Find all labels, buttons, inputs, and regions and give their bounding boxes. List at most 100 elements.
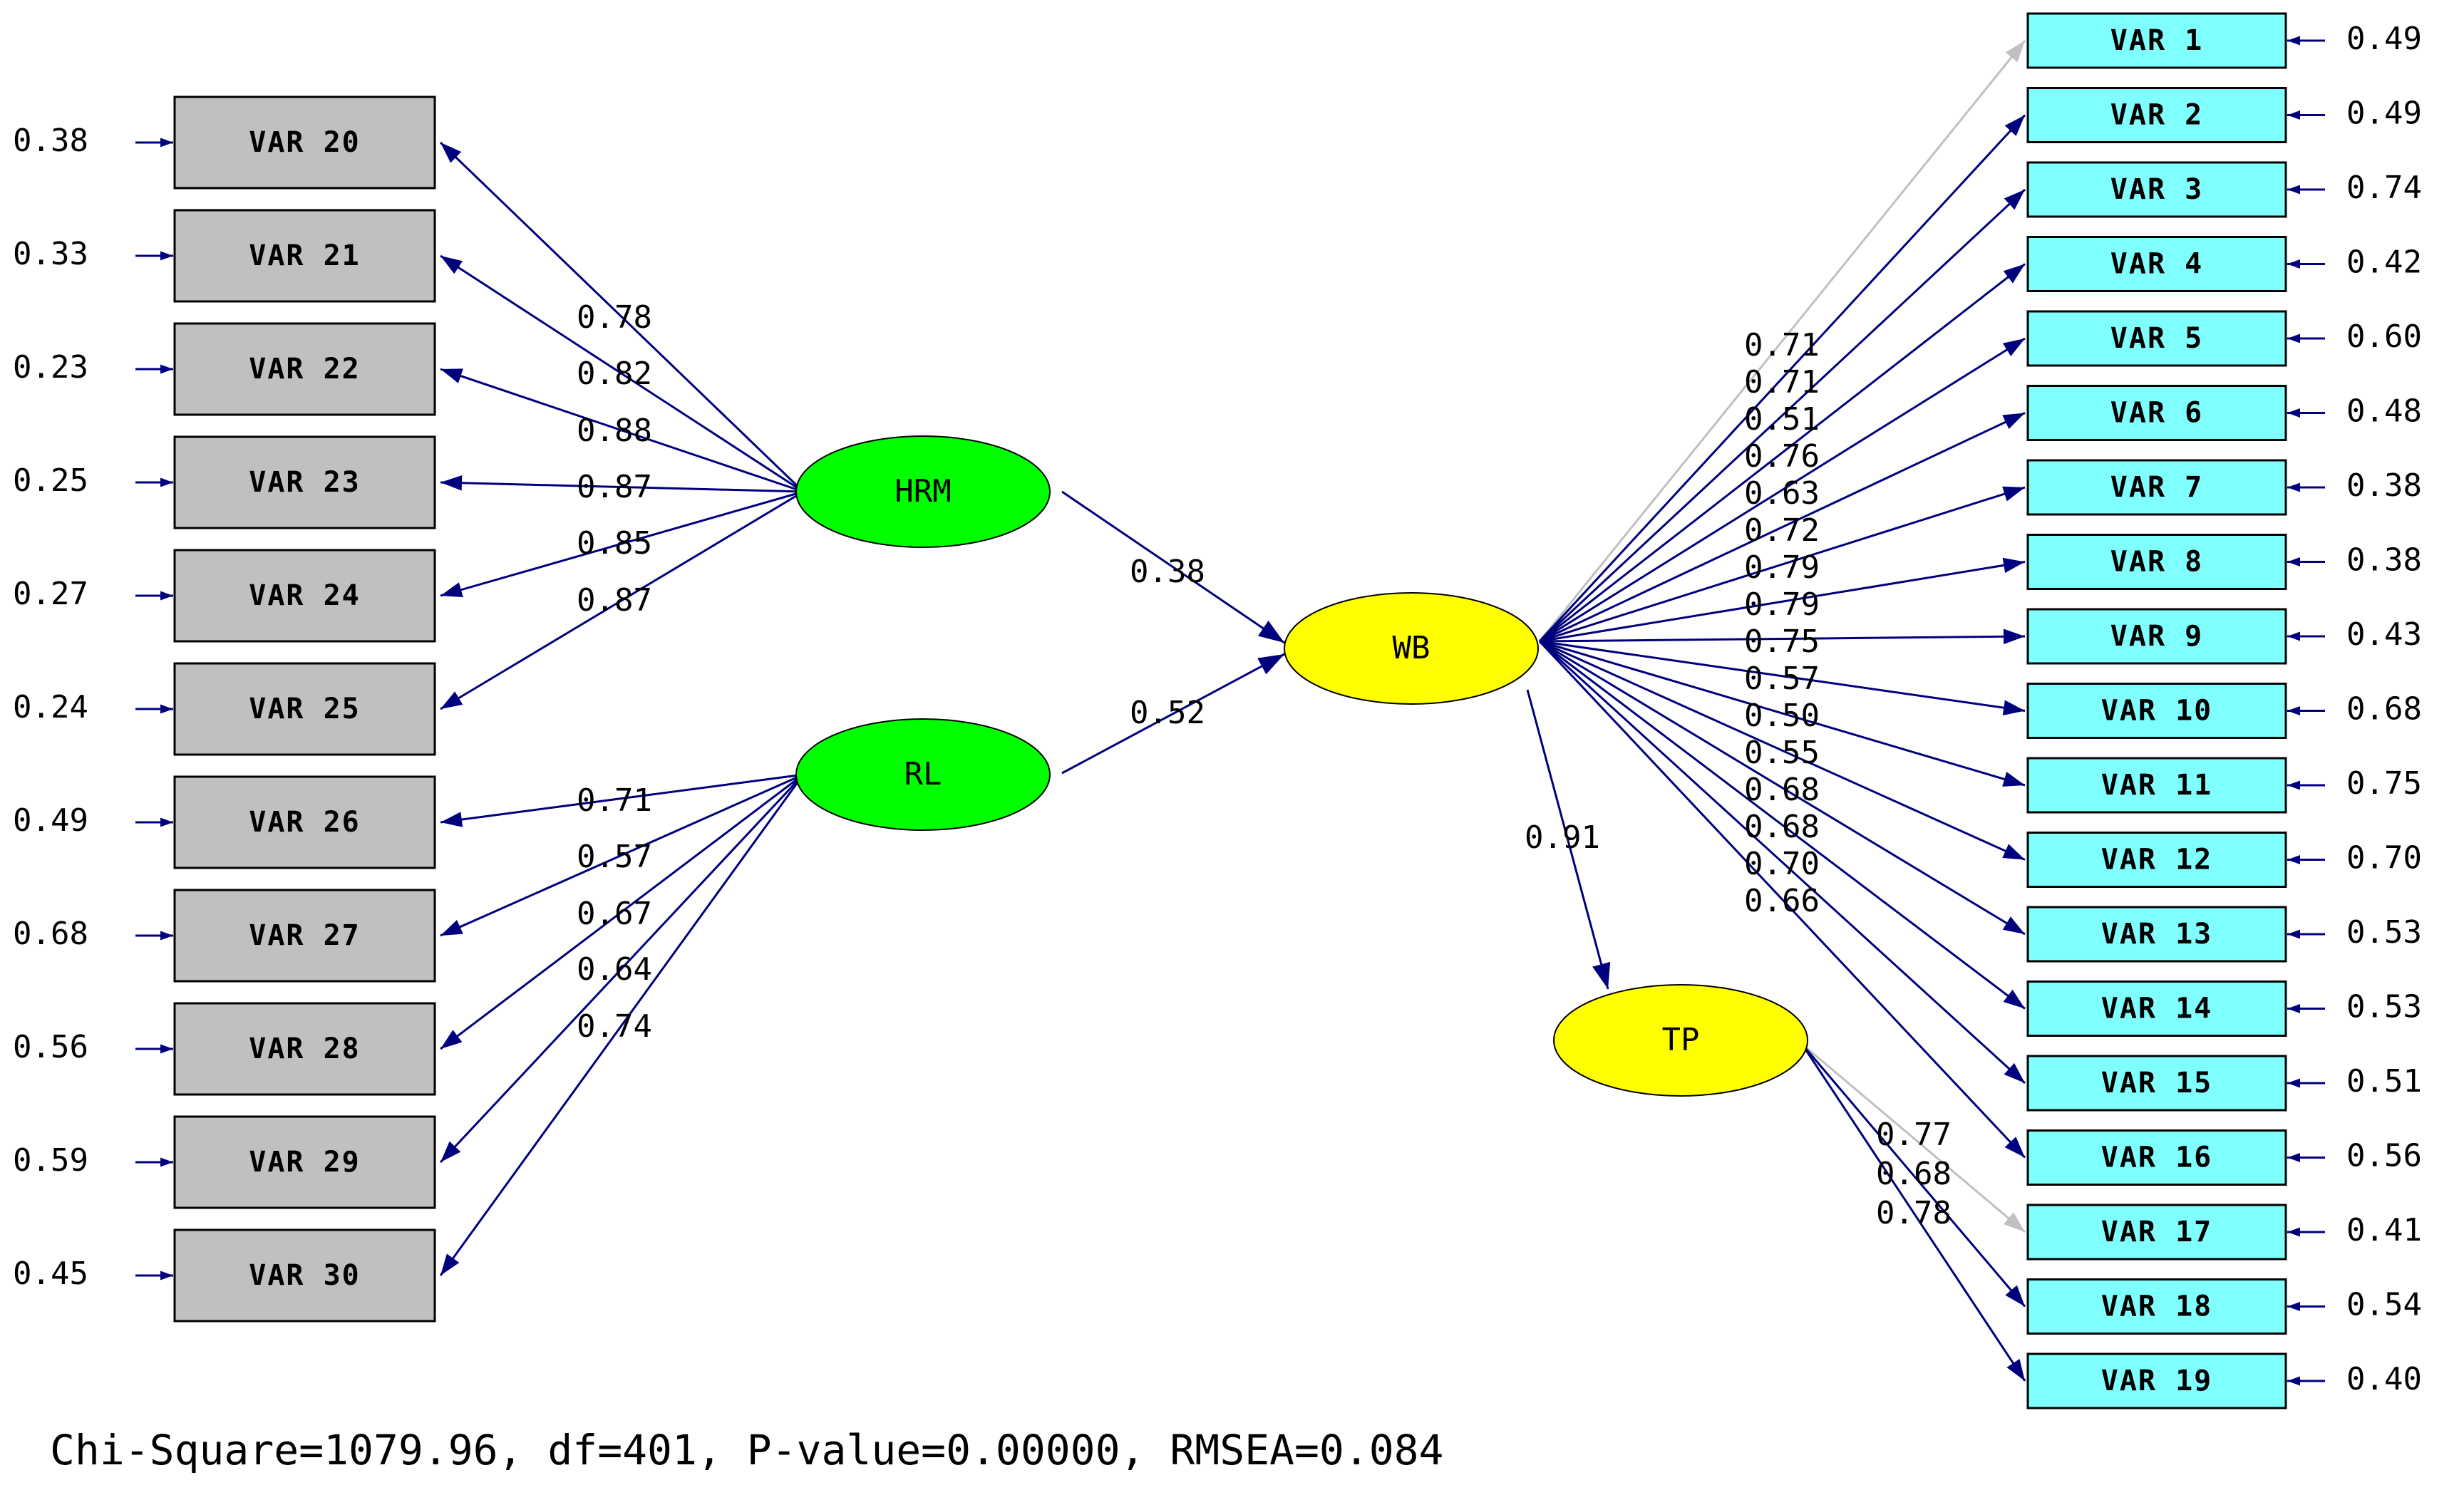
- right-indicator: VAR 16: [2026, 1129, 2287, 1186]
- loading-value: 0.71: [577, 782, 652, 819]
- loading-value: 0.78: [577, 299, 652, 336]
- loading-value: 0.57: [1744, 661, 1820, 697]
- left-indicator: VAR 26: [173, 775, 436, 869]
- loading-arrow: [1539, 640, 2026, 1010]
- loading-arrow: [1801, 1042, 2026, 1233]
- left-indicator: VAR 22: [173, 322, 436, 416]
- loading-arrow: [1539, 640, 2026, 715]
- loading-arrow: [1539, 412, 2026, 643]
- indicator-label: VAR 15: [2101, 1067, 2213, 1099]
- left-indicator: VAR 21: [173, 209, 436, 303]
- error-arrow: [135, 138, 173, 148]
- right-indicator: VAR 8: [2026, 534, 2287, 590]
- structural-coefficient: 0.91: [1525, 819, 1600, 856]
- loading-arrow: [439, 774, 805, 1276]
- left-indicator: VAR 25: [173, 662, 436, 756]
- loading-arrow: [1539, 263, 2026, 643]
- error-arrow: [135, 817, 173, 827]
- error-variance: 0.75: [2346, 765, 2422, 802]
- structural-path-hrm-wb: [1061, 490, 1285, 644]
- error-arrow: [2287, 259, 2325, 269]
- loading-value: 0.78: [1876, 1195, 1952, 1231]
- loading-value: 0.77: [1876, 1117, 1952, 1153]
- loading-arrow: [1539, 640, 2026, 936]
- structural-coefficient: 0.52: [1130, 695, 1205, 731]
- loading-value: 0.64: [577, 951, 652, 988]
- labels-layer: 0.380.330.230.250.270.240.490.680.560.59…: [13, 21, 2422, 1397]
- error-variance: 0.51: [2346, 1063, 2422, 1099]
- error-arrow: [2287, 482, 2325, 492]
- error-arrow: [135, 704, 173, 714]
- right-indicator: VAR 19: [2026, 1352, 2287, 1409]
- latent-rl: RL: [795, 718, 1051, 831]
- indicator-label: VAR 7: [2110, 471, 2203, 504]
- right-indicator: VAR 11: [2026, 757, 2287, 814]
- loading-arrow: [1539, 337, 2026, 643]
- indicator-label: VAR 4: [2110, 248, 2203, 281]
- indicator-label: VAR 19: [2101, 1365, 2213, 1397]
- latent-label: TP: [1662, 1022, 1700, 1058]
- loading-value: 0.67: [577, 896, 652, 932]
- error-variance: 0.27: [13, 576, 88, 612]
- error-variance: 0.49: [2346, 95, 2422, 132]
- right-indicator: VAR 15: [2026, 1055, 2287, 1112]
- left-indicator: VAR 23: [173, 435, 436, 529]
- error-arrow: [135, 251, 173, 261]
- right-indicator: VAR 7: [2026, 459, 2287, 516]
- error-variance: 0.56: [13, 1029, 88, 1065]
- edges-layer: [135, 36, 2325, 1386]
- right-indicator: VAR 4: [2026, 236, 2287, 292]
- loading-arrow: [1539, 628, 2026, 645]
- loading-value: 0.88: [577, 413, 652, 449]
- loading-value: 0.76: [1744, 438, 1820, 475]
- right-indicator: VAR 12: [2026, 832, 2287, 888]
- error-variance: 0.56: [2346, 1138, 2422, 1174]
- loading-arrow: [440, 490, 804, 598]
- structural-path-rl-wb: [1061, 653, 1285, 775]
- error-arrow: [2287, 780, 2325, 790]
- error-variance: 0.53: [2346, 989, 2422, 1025]
- indicator-label: VAR 3: [2110, 173, 2203, 206]
- error-arrow: [2287, 1227, 2325, 1237]
- loading-arrow: [440, 773, 804, 1050]
- error-arrow: [135, 1157, 173, 1167]
- left-indicator: VAR 29: [173, 1115, 436, 1209]
- error-variance: 0.68: [13, 916, 88, 952]
- right-indicator: VAR 3: [2026, 161, 2287, 218]
- loading-value: 0.55: [1744, 735, 1820, 771]
- indicator-label: VAR 22: [249, 353, 361, 386]
- loading-value: 0.68: [1744, 772, 1820, 808]
- indicator-label: VAR 17: [2101, 1216, 2213, 1248]
- error-arrow: [2287, 706, 2325, 715]
- indicator-label: VAR 12: [2101, 844, 2213, 876]
- loading-arrow: [440, 368, 804, 493]
- latent-label: WB: [1393, 630, 1431, 666]
- loading-arrow: [1539, 640, 2026, 861]
- loading-arrow: [440, 773, 804, 937]
- loading-value: 0.70: [1744, 846, 1820, 882]
- error-variance: 0.60: [2346, 319, 2422, 355]
- error-variance: 0.54: [2346, 1287, 2422, 1323]
- loading-value: 0.75: [1744, 624, 1820, 660]
- right-indicator: VAR 5: [2026, 310, 2287, 367]
- loading-value: 0.68: [1876, 1156, 1952, 1192]
- error-arrow: [135, 1271, 173, 1280]
- error-variance: 0.38: [2346, 542, 2422, 579]
- loading-arrow: [1800, 1043, 2026, 1382]
- error-variance: 0.74: [2346, 170, 2422, 206]
- loading-value: 0.87: [577, 469, 652, 505]
- latent-hrm: HRM: [795, 435, 1051, 548]
- indicator-label: VAR 11: [2101, 769, 2213, 802]
- error-arrow: [2287, 408, 2325, 418]
- indicator-label: VAR 25: [249, 693, 361, 725]
- indicator-label: VAR 8: [2110, 546, 2203, 579]
- loading-value: 0.51: [1744, 401, 1820, 438]
- error-arrow: [2287, 36, 2325, 46]
- indicator-label: VAR 21: [249, 239, 361, 272]
- error-arrow: [135, 591, 173, 601]
- loading-value: 0.50: [1744, 698, 1820, 734]
- error-variance: 0.38: [13, 123, 88, 159]
- structural-path-wb-tp: [1526, 689, 1611, 990]
- error-variance: 0.48: [2346, 393, 2422, 430]
- error-variance: 0.53: [2346, 914, 2422, 951]
